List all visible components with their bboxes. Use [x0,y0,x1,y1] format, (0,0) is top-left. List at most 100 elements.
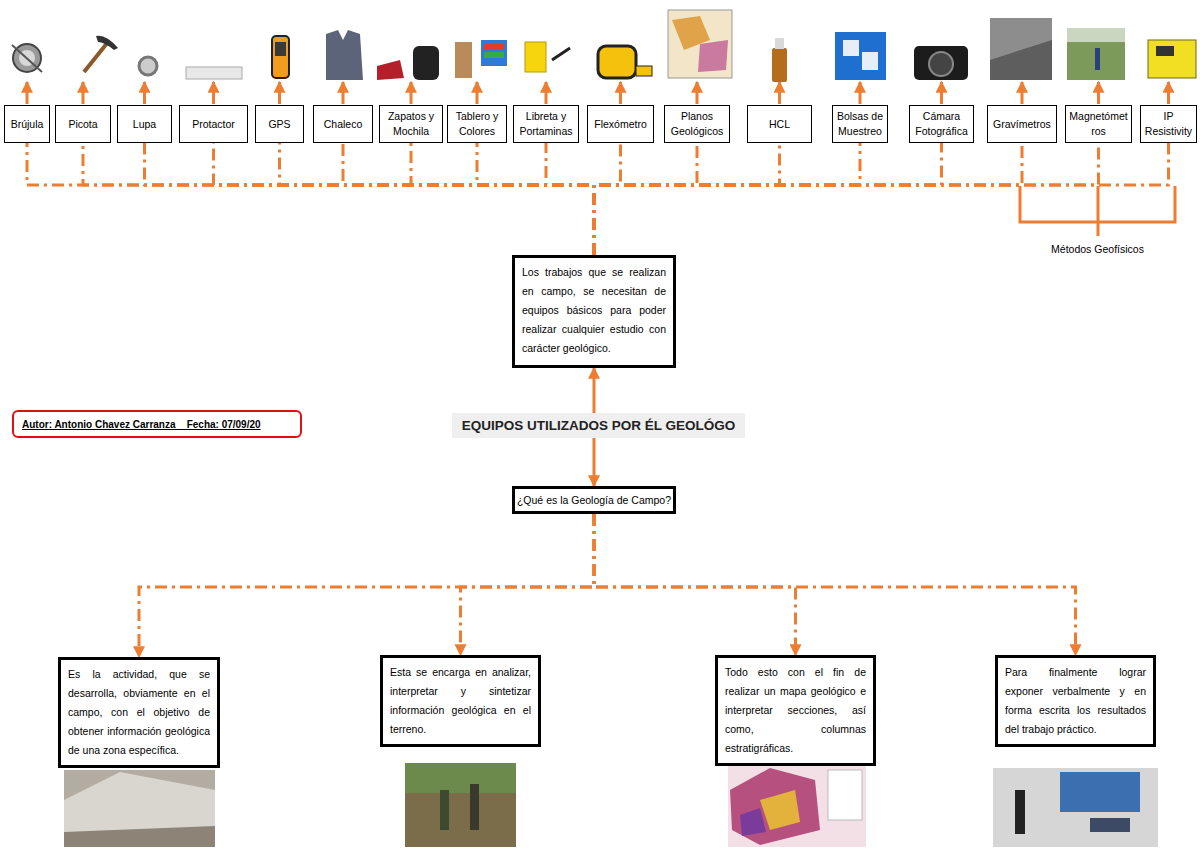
bracket [1097,186,1100,236]
pen-icon [552,48,570,60]
compass-icon [13,44,41,72]
author-box: Autor: Antonio Chavez Carranza Fecha: 07… [12,410,302,438]
backpack-icon [413,46,439,80]
text-box: Los trabajos que se realizan en campo, s… [512,255,676,368]
equipment-box: Protactor [179,105,248,143]
equipment-box: Lupa [117,105,172,143]
pencils-icon [481,40,507,66]
node-text: Gravímetros [993,117,1051,132]
node-text: Los trabajos que se realizan en campo, s… [522,263,666,358]
node-text: Es la actividad, que se desarrolla, obvi… [68,665,210,760]
gravimeter-photo [990,18,1052,80]
connector [594,143,1169,255]
node-text: IP Resistivity [1144,109,1193,138]
vest-icon [326,30,363,80]
geophysics-bracket [1020,186,1175,236]
bottom-photos [64,763,1158,847]
connector [594,143,697,255]
text-holder: ¿Qué es la Geología de Campo? [517,494,671,506]
fieldwork-photo [440,790,449,830]
text-holder: EQUIPOS UTILIZADOS POR ÉL GEOLÓGO [462,418,736,433]
node-text: Todo esto con el fin de realizar un mapa… [725,663,866,758]
geologic-map-photo [760,790,800,830]
icon-arrow [778,82,781,104]
lens-icon [139,57,157,75]
tool-icons [12,10,1196,82]
equipment-box: Picota [55,105,111,143]
node-text: Magnetómetros [1069,109,1128,138]
text-box: Es la actividad, que se desarrolla, obvi… [58,657,220,768]
icon-arrow [1097,82,1100,104]
bags-icon [843,40,859,56]
geologic-map-photo [730,768,820,845]
equipment-box: IP Resistivity [1140,105,1197,143]
text-box: Todo esto con el fin de realizar un mapa… [715,655,876,766]
outcrop-photo [64,826,215,847]
connector [594,143,621,255]
icon-arrow [26,82,29,104]
text-holder: GPS [268,117,290,132]
tape-icon [598,46,636,78]
text-holder: Brújula [11,117,44,132]
equipment-box: Brújula [4,105,50,143]
equipment-box: Magnetómetros [1065,105,1132,143]
icon-arrow [476,82,479,104]
map-icon [668,10,732,78]
gravimeter-photo [990,40,1052,80]
shoe-icon [377,60,404,80]
equipment-box: Cámara Fotográfica [909,105,974,143]
presentation-photo [1090,818,1130,832]
connector [214,143,595,255]
gps-icon [275,42,286,56]
connector [594,143,860,255]
resistivity-icon [1148,40,1196,78]
text-holder: Bolsas de Muestreo [836,109,884,138]
equipment-box: Bolsas de Muestreo [832,105,888,143]
compass-icon [12,45,42,72]
text-holder: Gravímetros [993,117,1051,132]
connector [593,368,596,413]
resistivity-icon [1156,46,1174,56]
connector [411,143,594,255]
geologic-map-photo [740,808,766,836]
tape-icon [636,66,652,76]
connector [594,143,780,255]
equipment-box: Tablero y Colores [447,105,507,143]
text-box: Para finalmente lograr exponer verbalmen… [995,655,1156,747]
icon-arrow [1167,82,1170,104]
node-text: Cámara Fotográfica [913,109,970,138]
equipment-box: Chaleco [313,105,373,143]
outcrop-photo [64,770,215,847]
equipment-box: Gravímetros [987,105,1057,143]
connector [594,143,1099,255]
node-text: ¿Qué es la Geología de Campo? [517,494,671,506]
icon-arrow [859,82,862,104]
text-holder: Esta se encarga en analizar, interpretar… [390,663,531,739]
text-holder: Flexómetro [594,117,647,132]
text-holder: Libreta y Portaminas [517,109,575,138]
icon-arrow [696,82,699,104]
text-holder: Protactor [192,117,235,132]
text-holder: Tablero y Colores [451,109,503,138]
fieldwork-photo [470,784,479,830]
text-holder: Magnetómetros [1069,109,1128,138]
connector [546,143,594,255]
text-holder: HCL [769,117,790,132]
icon-arrow [545,82,548,104]
icon-arrow [342,82,345,104]
fieldwork-photo [405,763,516,847]
equipment-box: Zapatos y Mochila [379,105,443,143]
text-holder: Lupa [133,117,156,132]
node-text: Picota [68,117,97,132]
magnetometer-photo [1067,28,1125,42]
node-text: Libreta y Portaminas [517,109,575,138]
text-holder: Para finalmente lograr exponer verbalmen… [1005,663,1146,739]
icon-arrow [410,82,413,104]
connector [594,143,1022,255]
icon-arrow [278,82,281,104]
geologic-map-photo [728,765,866,847]
pencils-icon [484,44,504,50]
text-holder: Todo esto con el fin de realizar un mapa… [725,663,866,758]
node-text: Zapatos y Mochila [383,109,439,138]
connector [594,143,942,255]
